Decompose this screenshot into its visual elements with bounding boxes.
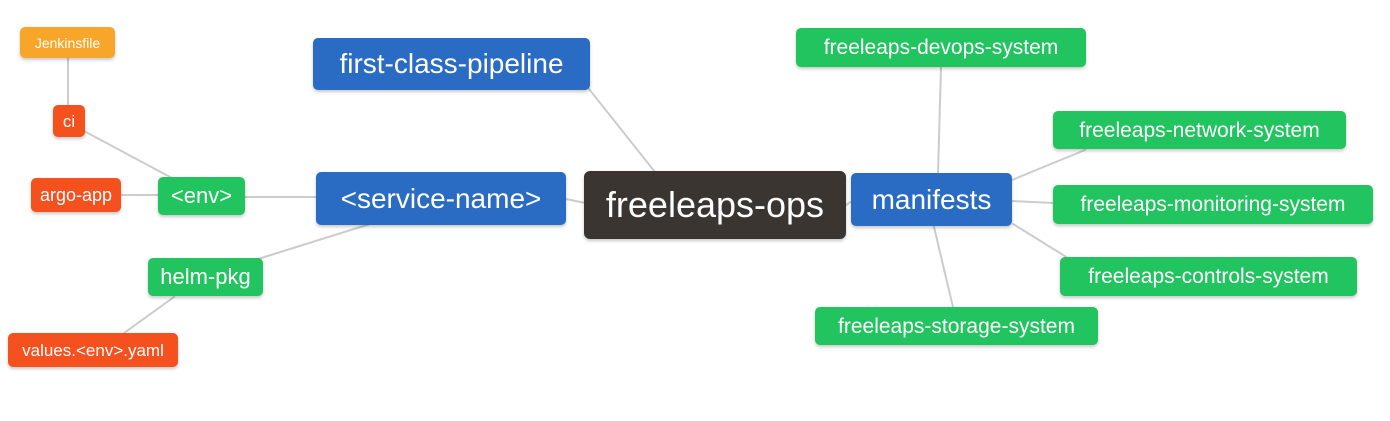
edge-manifests-devops	[937, 66, 942, 174]
node-manifests[interactable]: manifests	[851, 173, 1012, 226]
edge-pipeline-freeleaps-ops	[588, 88, 656, 173]
node-freeleaps-storage-system[interactable]: freeleaps-storage-system	[815, 307, 1098, 345]
node-freeleaps-network-system[interactable]: freeleaps-network-system	[1053, 111, 1346, 149]
node-env[interactable]: <env>	[158, 177, 245, 215]
node-freeleaps-controls-system[interactable]: freeleaps-controls-system	[1060, 257, 1357, 296]
edge-manifests-monitoring	[1011, 200, 1055, 204]
node-first-class-pipeline[interactable]: first-class-pipeline	[313, 38, 590, 90]
edge-service-freeleaps-ops	[565, 198, 586, 204]
edge-values-helm-pkg	[123, 296, 175, 334]
node-freeleaps-devops-system[interactable]: freeleaps-devops-system	[796, 28, 1086, 67]
edge-manifests-network	[1011, 149, 1086, 181]
edge-ci-env	[83, 130, 173, 179]
node-service-name[interactable]: <service-name>	[316, 172, 566, 225]
node-jenkinsfile[interactable]: Jenkinsfile	[20, 27, 115, 58]
node-freeleaps-ops-root[interactable]: freeleaps-ops	[584, 171, 846, 239]
edge-manifests-storage	[933, 226, 954, 308]
edge-helm-pkg-service-name	[257, 223, 371, 260]
node-helm-pkg[interactable]: helm-pkg	[148, 258, 263, 296]
node-ci[interactable]: ci	[53, 105, 85, 137]
edge-manifests-controls	[1012, 223, 1069, 259]
node-values-env-yaml[interactable]: values.<env>.yaml	[8, 333, 178, 367]
node-freeleaps-monitoring-system[interactable]: freeleaps-monitoring-system	[1053, 185, 1373, 224]
node-argo-app[interactable]: argo-app	[31, 178, 121, 212]
